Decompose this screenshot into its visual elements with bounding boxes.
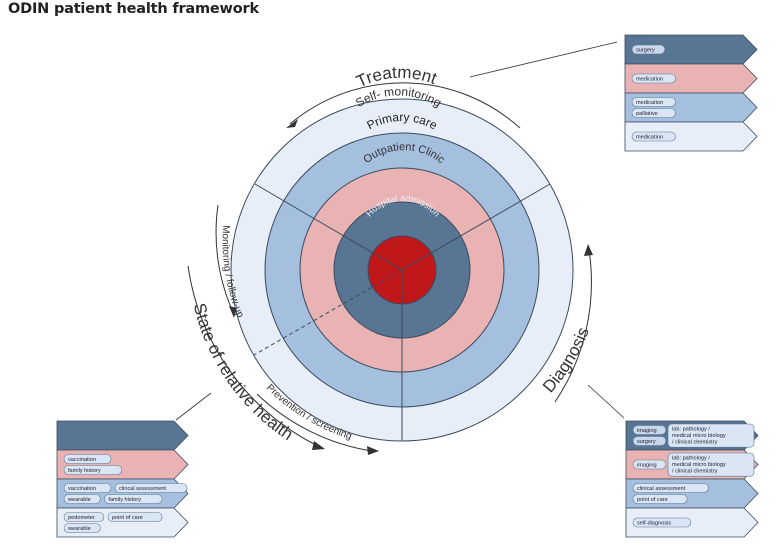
treatment-row-1	[624, 63, 758, 94]
treatment-row-1-tag-0: medication	[631, 73, 676, 84]
health-row-2-tag-3-bg	[104, 494, 163, 504]
health-row-3-tag-2-bg	[63, 523, 101, 533]
treatment-row-0	[624, 34, 758, 65]
health-row-3-tag-0-label: pedometer	[68, 515, 95, 521]
diagnosis-row-0-note-bg	[667, 423, 755, 448]
diagnosis-row-0-tag-0-bg	[632, 425, 667, 435]
health-row-2-tag-3: family history	[104, 494, 163, 504]
diagnosis-row-0-tag-1-bg	[632, 436, 667, 446]
health-row-3-tag-0: pedometer	[63, 512, 105, 522]
diagnosis-row-3-tag-0: self-diagnosis	[632, 517, 692, 528]
arrow-diagnosis	[554, 249, 592, 403]
health-row-2-tag-0-label: vaccination	[68, 486, 96, 492]
treatment-row-0-tag-0: surgery	[631, 44, 666, 55]
diagnosis-row-1-note: lab: pathology /medical micro biology/ c…	[672, 456, 726, 475]
treatment-row-2-tag-1: palliative	[631, 108, 676, 118]
arrow-state-head	[312, 441, 325, 450]
panel-connectors	[175, 41, 625, 421]
treatment-row-3-tag-0-bg	[631, 131, 676, 142]
treatment-row-2-tag-0-label: medication	[636, 100, 663, 106]
diagnosis-row-0-tag-1: surgery	[632, 436, 667, 446]
health-row-1-tag-1: family history	[63, 465, 123, 475]
treatment-row-0-tag-0-label: surgery	[636, 48, 655, 54]
diagnosis-row-2-tag-1-label: point of care	[637, 497, 668, 503]
health-row-2-tag-2-bg	[63, 494, 101, 504]
health-row-3-tag-1-label: point of care	[112, 515, 143, 521]
health-row-1-tag-1-bg	[63, 465, 123, 475]
treatment-row-3-tag-0: medication	[631, 131, 676, 142]
diagnosis-row-2-tag-0-bg	[632, 483, 709, 493]
health-row-2-tag-3-label: family history	[108, 497, 141, 503]
page-title: ODIN patient health framework	[8, 1, 259, 17]
diagnosis-row-0-note: lab: pathology /medical micro biology/ c…	[672, 427, 726, 446]
arrow-prevention	[256, 393, 373, 452]
panel-health: vaccination family history vaccination clin…	[56, 420, 189, 538]
connector-treatment	[469, 41, 618, 78]
health-row-1-tag-0-label: vaccination	[68, 457, 96, 463]
treatment-row-2-tag-1-label: palliative	[636, 111, 658, 117]
health-row-2-tag-2-label: wearable	[67, 497, 91, 503]
arrow-treatment-head	[286, 119, 298, 128]
diagnosis-row-2-tag-1-bg	[632, 494, 688, 504]
treatment-row-2-tag-1-bg	[631, 108, 676, 118]
connector-diagnosis	[587, 384, 625, 419]
treatment-row-1-tag-0-bg	[631, 73, 676, 84]
treatment-row-3	[624, 121, 758, 152]
sector-dividers	[253, 183, 551, 441]
treatment-row-2-tag-0: medication	[631, 97, 676, 107]
diagnosis-row-0-tag-1-label: surgery	[637, 439, 656, 445]
diagnosis-row-2-tag-0-label: clinical assessment	[637, 486, 686, 492]
health-row-2-tag-2: wearable	[63, 494, 101, 504]
diagnosis-row-0-tag-0-label: imaging	[637, 428, 657, 434]
health-row-1-tag-1-label: family history	[68, 468, 101, 474]
health-row-3-tag-2: wearable	[63, 523, 101, 533]
health-row-3-tag-0-bg	[63, 512, 105, 522]
diagnosis-row-1-tag-0-bg	[632, 459, 667, 470]
treatment-row-0-tag-0-bg	[631, 44, 666, 55]
treatment-row-1-tag-0-label: medication	[636, 77, 663, 83]
panel-diagnosis: imaging surgery lab: pathology /medical mi…	[625, 420, 759, 538]
diagnosis-row-0-tag-0: imaging	[632, 425, 667, 435]
health-row-3-tag-1: point of care	[107, 512, 163, 522]
divider-dashed	[253, 269, 403, 356]
divider-upper-left	[254, 183, 403, 271]
diagnosis-row-1-tag-0: imaging	[632, 459, 667, 470]
health-row-2-tag-1-label: clincal assessment	[119, 486, 166, 492]
health-row-3-tag-2-label: wearable	[67, 526, 91, 532]
diagnosis-row-1-note-bg	[667, 452, 755, 477]
treatment-row-2-tag-0-bg	[631, 97, 676, 107]
diagnosis-row-3-tag-0-label: self-diagnosis	[637, 521, 671, 527]
diagnosis-row-2-tag-1: point of care	[632, 494, 688, 504]
health-row-1-tag-0: vaccination	[63, 454, 112, 464]
arrow-treatment	[289, 82, 521, 129]
health-row-0	[56, 420, 189, 451]
diagnosis-row-1-tag-0-label: imaging	[637, 463, 657, 469]
panel-treatment: surgery medication medication palliative med…	[624, 34, 758, 152]
health-row-2-tag-1-bg	[114, 483, 188, 493]
health-row-2-tag-0: vaccination	[63, 483, 112, 493]
divider-upper-right	[401, 183, 551, 271]
diagnosis-row-3-tag-0-bg	[632, 517, 692, 528]
arrow-state	[187, 265, 319, 447]
arrow-diagnosis-head	[584, 244, 593, 256]
cycle-arrows	[187, 82, 593, 455]
arrow-monitoring	[215, 204, 234, 313]
arrow-prevention-head	[367, 446, 379, 455]
diagnosis-row-2-tag-0: clinical assessment	[632, 483, 709, 493]
health-row-3-tag-1-bg	[107, 512, 163, 522]
diagnosis-row-3	[625, 507, 759, 538]
health-row-2-tag-0-bg	[63, 483, 112, 493]
treatment-row-3-tag-0-label: medication	[636, 135, 663, 141]
arrow-monitoring-head	[229, 306, 237, 318]
health-row-1-tag-0-bg	[63, 454, 112, 464]
connector-health	[175, 392, 212, 421]
health-row-2-tag-1: clincal assessment	[114, 483, 188, 493]
